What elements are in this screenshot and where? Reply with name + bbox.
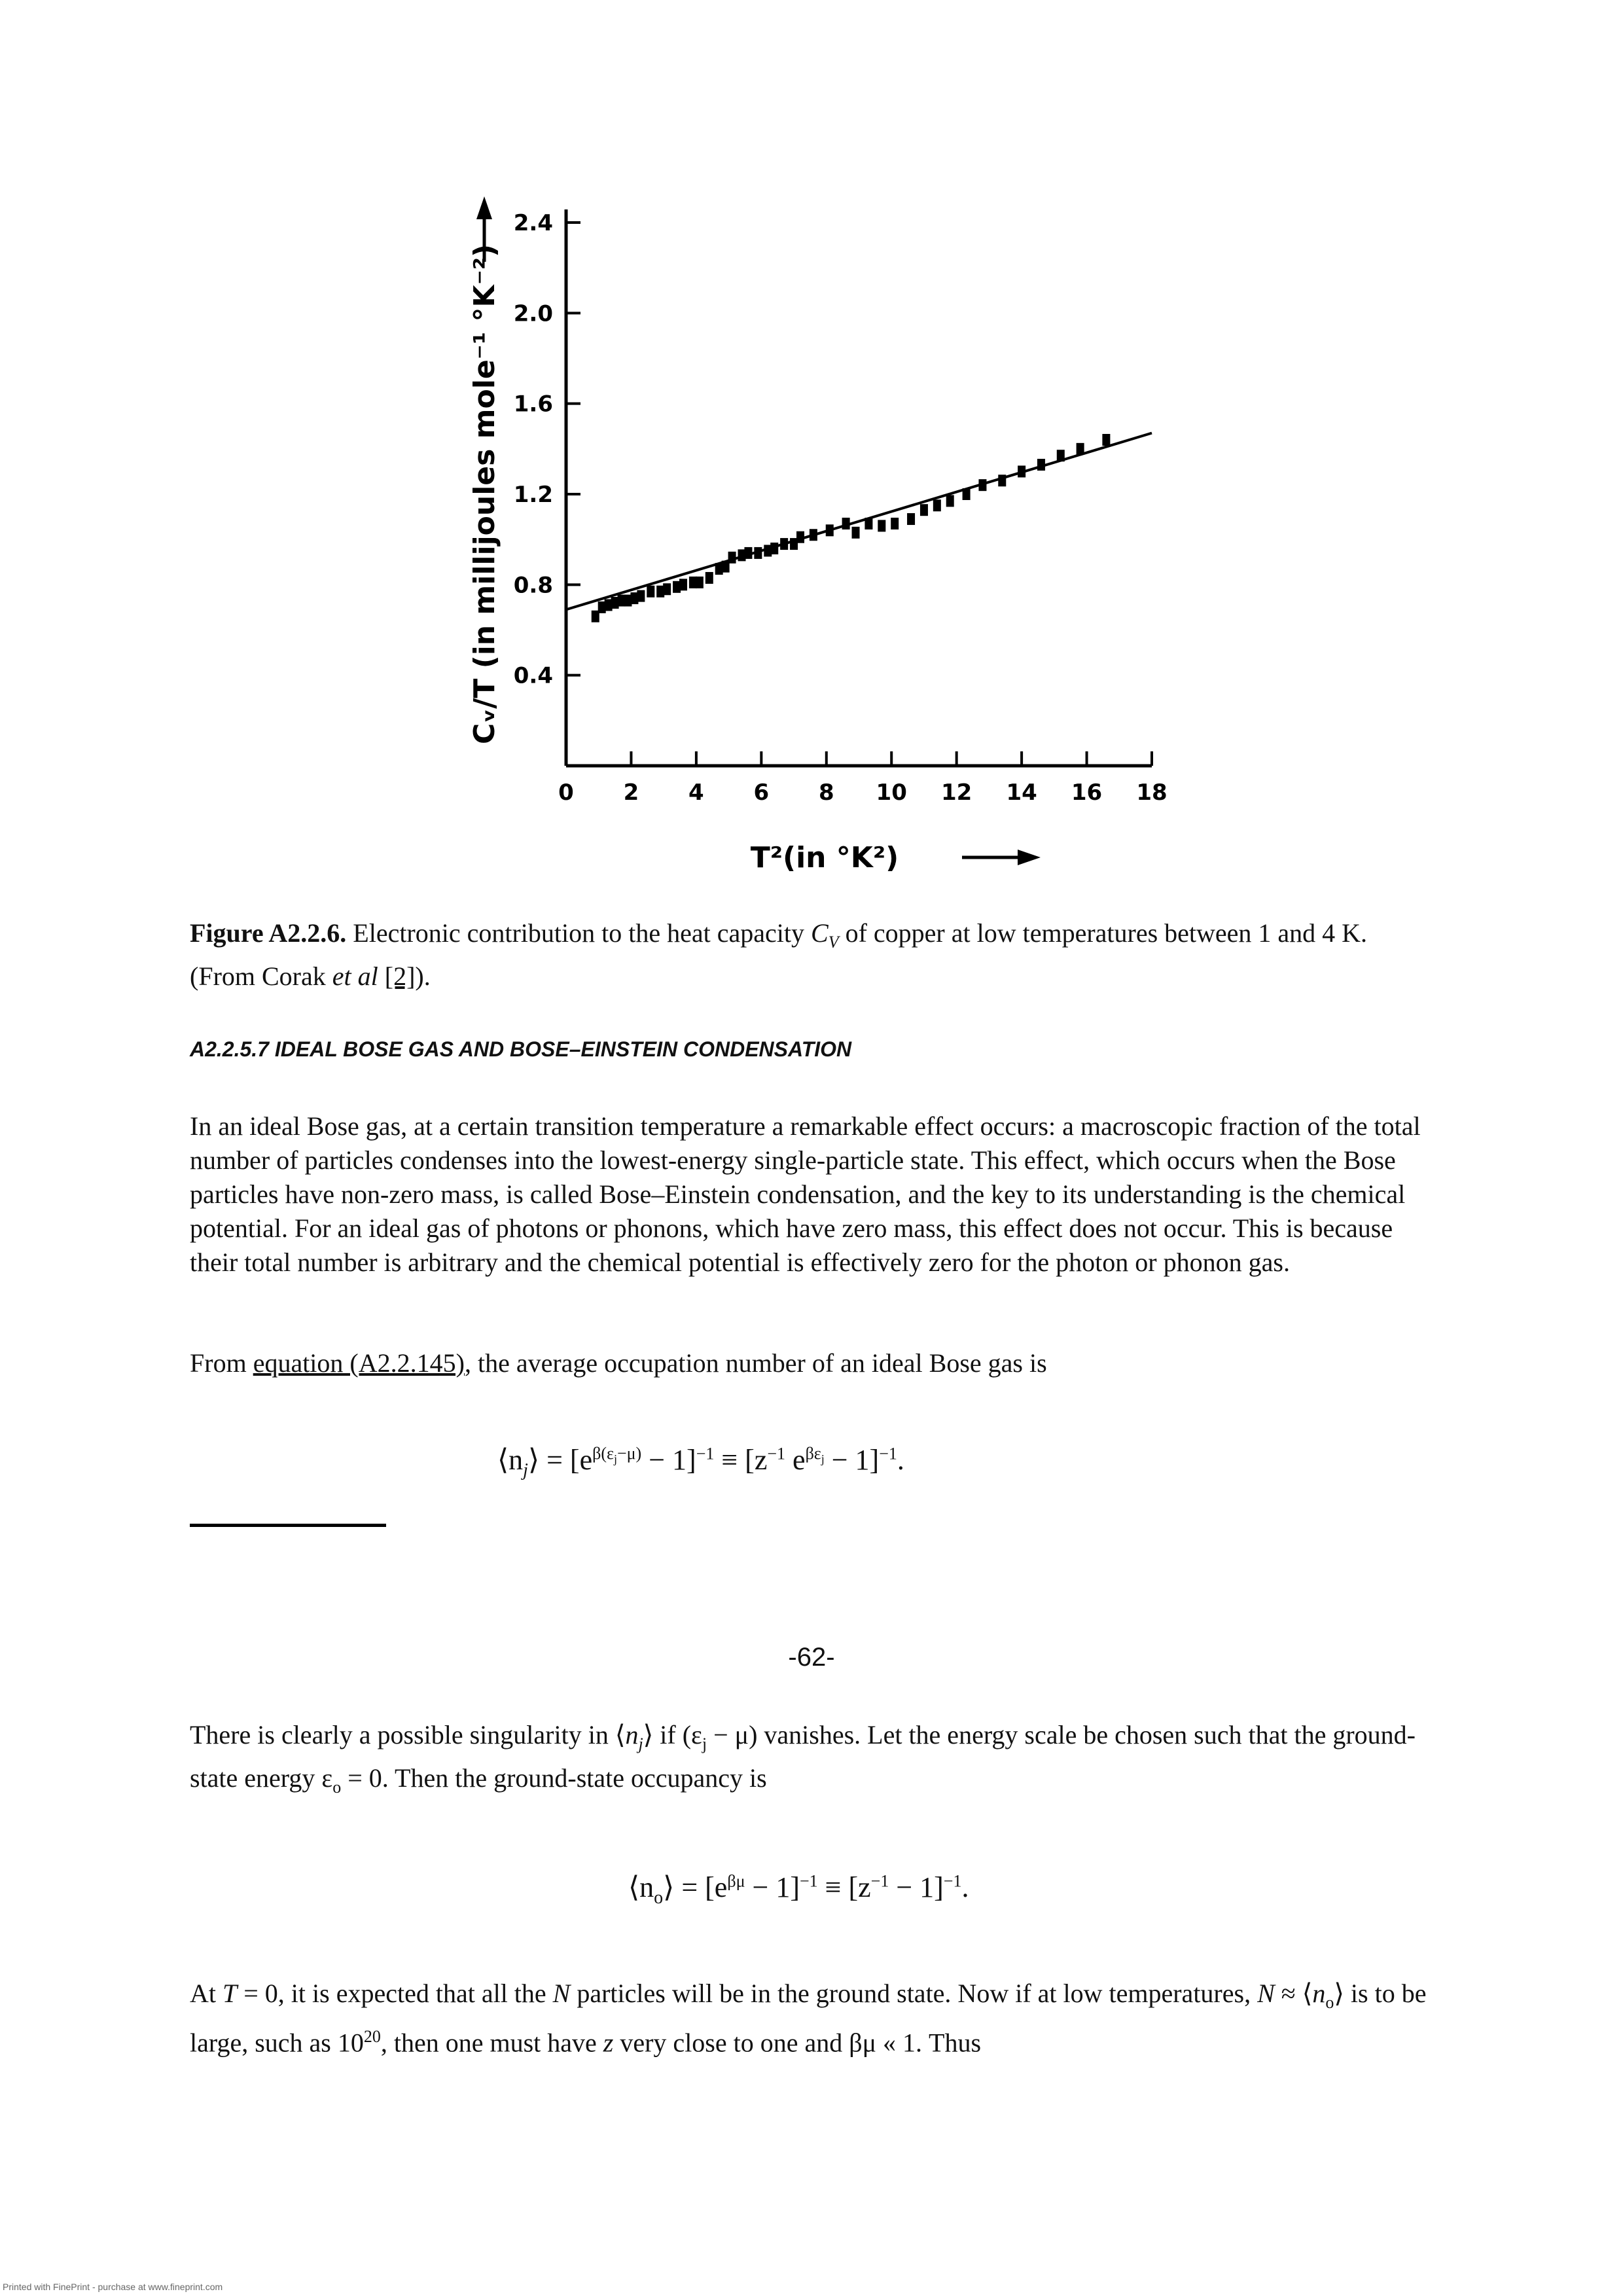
- data-point: [790, 538, 798, 550]
- data-point: [695, 576, 704, 588]
- figure-caption: Figure A2.2.6. Electronic contribution t…: [190, 916, 1433, 994]
- x-tick-label: 2: [624, 780, 639, 806]
- caption-symbol: C: [811, 918, 829, 948]
- para2-text-after: , the average occupation number of an id…: [464, 1348, 1047, 1378]
- data-point: [770, 543, 779, 554]
- data-point: [705, 571, 713, 584]
- data-point: [679, 579, 687, 591]
- data-point: [878, 520, 886, 532]
- page-number: -62-: [788, 1643, 835, 1672]
- paragraph-ground-state: At T = 0, it is expected that all the N …: [190, 1979, 1427, 2058]
- equation-occupation-number: ⟨nj⟩ = [eβ(εj−μ) − 1]−1 ≡ [z−1 eβεj − 1]…: [497, 1444, 904, 1480]
- data-point: [1018, 465, 1026, 478]
- chart-ticks: 0.4 0.8 1.2 1.6 2.0 2.4 0 2 4 6 8 10 12 14 16 18: [514, 210, 1168, 806]
- data-point: [1056, 450, 1065, 462]
- x-tick-label: 10: [876, 780, 907, 806]
- x-tick-label: 18: [1136, 780, 1167, 806]
- data-point: [851, 526, 860, 539]
- x-tick-label: 16: [1071, 780, 1102, 806]
- data-point: [663, 583, 671, 596]
- data-point: [597, 601, 606, 613]
- data-point: [780, 538, 789, 550]
- data-point: [721, 560, 730, 573]
- data-point: [647, 585, 655, 598]
- caption-symbol-sub: V: [828, 933, 839, 952]
- data-point: [637, 590, 645, 602]
- paragraph-singularity: There is clearly a possible singularity …: [190, 1720, 1416, 1797]
- x-tick-label: 8: [819, 780, 834, 806]
- data-point: [591, 610, 599, 622]
- data-point: [728, 551, 736, 564]
- reference-link[interactable]: [2]: [384, 961, 416, 991]
- print-footer: Printed with FinePrint - purchase at www…: [3, 2282, 223, 2292]
- data-point: [962, 488, 971, 500]
- data-point: [688, 576, 697, 588]
- data-point: [919, 504, 928, 516]
- data-point: [796, 531, 804, 543]
- fit-line: [565, 431, 1152, 611]
- data-point: [978, 479, 987, 492]
- data-point: [604, 599, 613, 611]
- y-tick-label: 0.8: [514, 572, 553, 598]
- y-tick-label: 1.2: [514, 482, 553, 508]
- data-point: [656, 585, 665, 598]
- data-point: [865, 517, 873, 529]
- data-point: [617, 594, 626, 607]
- para2-text: From: [190, 1348, 253, 1378]
- data-point: [842, 517, 850, 529]
- y-arrow-head: [476, 196, 492, 219]
- x-tick-label: 4: [688, 780, 704, 806]
- equation-link[interactable]: equation (A2.2.145): [253, 1348, 465, 1378]
- data-point: [764, 545, 772, 557]
- data-point: [809, 529, 817, 541]
- y-tick-label: 0.4: [514, 663, 553, 689]
- paragraph-bose-gas: In an ideal Bose gas, at a certain trans…: [190, 1111, 1421, 1277]
- data-point: [630, 592, 639, 605]
- data-point: [891, 517, 899, 529]
- data-point: [1102, 434, 1111, 446]
- data-point: [744, 547, 753, 559]
- paragraph-occupation: From equation (A2.2.145), the average oc…: [190, 1346, 1433, 1380]
- data-point: [1076, 442, 1084, 455]
- data-point: [738, 549, 746, 562]
- equation-ground-state-occupancy: ⟨no⟩ = [eβμ − 1]−1 ≡ [z−1 − 1]−1.: [628, 1871, 969, 1908]
- data-point: [907, 513, 916, 526]
- caption-end: ).: [415, 961, 431, 991]
- data-point: [624, 594, 632, 607]
- caption-etal: et al: [332, 961, 378, 991]
- x-tick-label: 0: [558, 780, 574, 806]
- data-point: [825, 524, 834, 537]
- x-tick-label: 14: [1006, 780, 1037, 806]
- data-point: [673, 581, 681, 593]
- y-tick-label: 2.4: [514, 210, 553, 236]
- caption-label: Figure A2.2.6.: [190, 918, 347, 948]
- y-tick-label: 2.0: [514, 300, 553, 327]
- x-axis-label: T²(in °K²): [751, 841, 899, 874]
- chart-axes: [476, 196, 1152, 865]
- y-tick-label: 1.6: [514, 391, 553, 418]
- y-axis-label: Cᵥ/T (in millijoules mole⁻¹ °K⁻²): [468, 244, 501, 744]
- data-point: [933, 499, 941, 512]
- footnote-rule: [190, 1524, 386, 1527]
- data-point: [998, 475, 1007, 487]
- data-point: [754, 547, 762, 559]
- caption-text-after: of copper at low temperatures between 1 …: [190, 918, 1368, 991]
- section-heading: A2.2.5.7 IDEAL BOSE GAS AND BOSE–EINSTEI…: [190, 1037, 852, 1061]
- data-point: [1037, 459, 1045, 471]
- x-tick-label: 12: [941, 780, 972, 806]
- data-point: [611, 597, 619, 609]
- fit-line-group: [565, 431, 1152, 611]
- data-point: [715, 563, 723, 575]
- data-point: [946, 495, 954, 507]
- x-tick-label: 6: [753, 780, 769, 806]
- data-points-group: [591, 434, 1111, 622]
- caption-text: Electronic contribution to the heat capa…: [346, 918, 811, 948]
- heat-capacity-chart: 0.4 0.8 1.2 1.6 2.0 2.4 0 2 4 6 8 10 12 14 16 18 Cᵥ/T (…: [468, 196, 1168, 874]
- x-arrow-head: [1018, 850, 1041, 865]
